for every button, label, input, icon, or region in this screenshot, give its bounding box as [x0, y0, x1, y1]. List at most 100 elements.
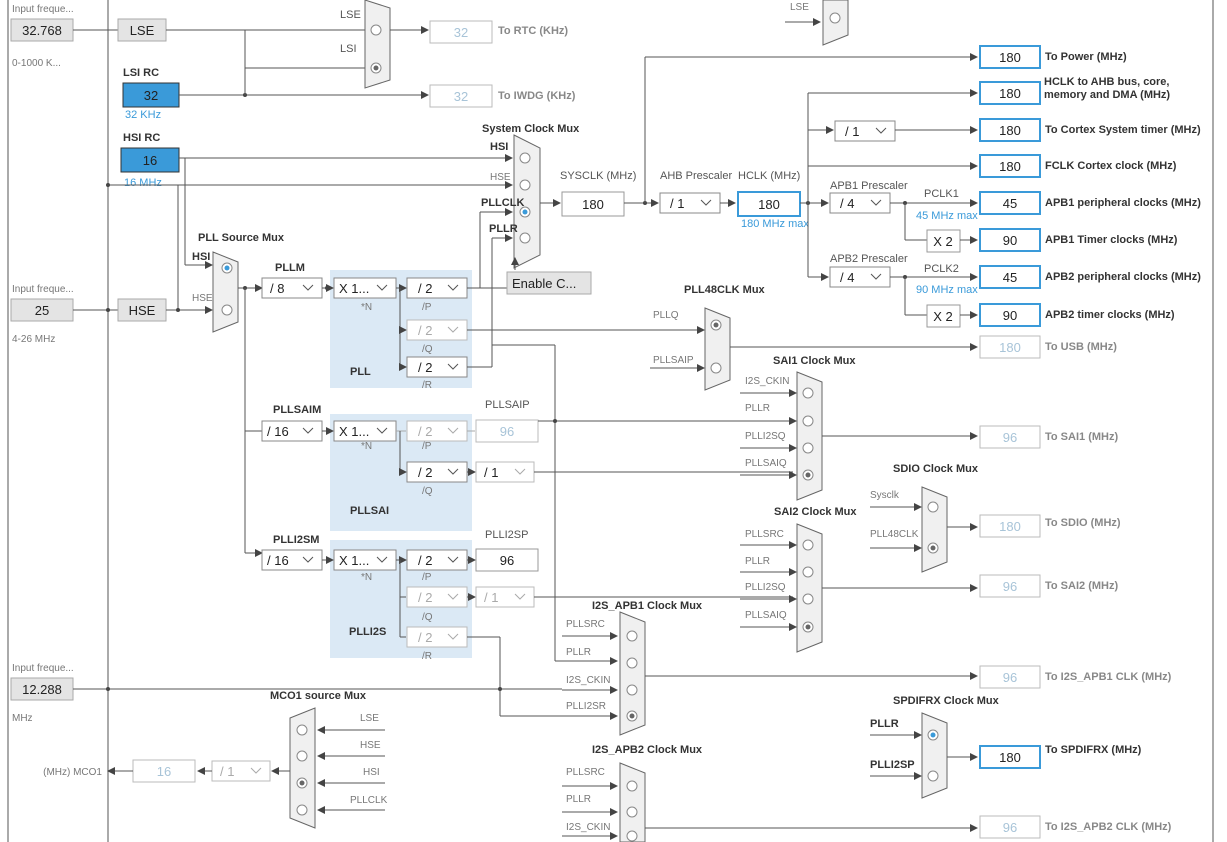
- output-apb1-peripheral-label: APB1 peripheral clocks (MHz): [1045, 197, 1201, 209]
- sysmux-hse-label: HSE: [490, 172, 511, 183]
- i2s-apb2-clock-mux[interactable]: [619, 762, 646, 842]
- output-fclk-value: 180: [999, 159, 1021, 174]
- rtc-dest-label: To RTC (KHz): [498, 25, 568, 37]
- sai2-in2-radio[interactable]: [802, 566, 814, 578]
- pllsaip-select[interactable]: [406, 420, 468, 442]
- i2s-apb2-in2-radio[interactable]: [626, 806, 638, 818]
- pllsaip-out-box: [475, 419, 539, 443]
- i2s-apb1-clock-mux[interactable]: [619, 611, 646, 736]
- sai2-dest-label: To SAI2 (MHz): [1045, 580, 1118, 592]
- sdio-clock-mux[interactable]: [921, 486, 948, 573]
- i2s-apb2-in1-label: PLLSRC: [566, 767, 605, 778]
- pllm-label: PLLM: [275, 262, 305, 274]
- plli2sp-select[interactable]: [406, 549, 468, 571]
- mco1-source-mux[interactable]: [289, 707, 316, 829]
- spdifrx-in1-label: PLLR: [870, 718, 899, 730]
- rtc-mux-lse-label: LSE: [340, 9, 361, 21]
- pllsai-title: PLLSAI: [350, 505, 389, 517]
- rtc-mux-lse-radio[interactable]: [370, 24, 382, 36]
- plli2sr-sub: /R: [422, 651, 432, 662]
- sai1-clock-mux[interactable]: [796, 371, 823, 501]
- mco1-in2-radio[interactable]: [296, 750, 308, 762]
- output-apb1-peripheral: 45 APB1 peripheral clocks (MHz): [979, 191, 1201, 215]
- pclk1-label: PCLK1: [924, 188, 959, 200]
- i2s-apb1-in4-label: PLLI2SR: [566, 701, 606, 712]
- top-mux-lse-label: LSE: [790, 2, 809, 13]
- ahb-prescaler-select[interactable]: [659, 192, 721, 214]
- pll-source-hse-radio[interactable]: [221, 304, 233, 316]
- plli2sq-select[interactable]: [406, 586, 468, 608]
- sai1-value: 96: [1003, 430, 1017, 445]
- pllsaiq-select[interactable]: [406, 461, 468, 483]
- output-apb2-peripheral-label: APB2 peripheral clocks (MHz): [1045, 271, 1201, 283]
- lse-button-label: LSE: [130, 23, 155, 38]
- spdifrx-clock-mux[interactable]: [921, 712, 948, 799]
- sdio-in1-radio[interactable]: [927, 501, 939, 513]
- plli2sm-label: PLLI2SM: [273, 534, 319, 546]
- lse-range: 0-1000 K...: [12, 58, 61, 69]
- pclk2-label: PCLK2: [924, 263, 959, 275]
- sysmux-hse-radio[interactable]: [519, 179, 531, 191]
- sai2-in3-radio[interactable]: [802, 593, 814, 605]
- output-power: 180 To Power (MHz): [979, 45, 1127, 69]
- sysmux-pllr-radio[interactable]: [519, 232, 531, 244]
- sai1-in3-radio[interactable]: [802, 442, 814, 454]
- hclk-box[interactable]: [737, 191, 801, 217]
- lse-input-header: Input freque...: [12, 4, 74, 15]
- sai2-in2-label: PLLR: [745, 556, 770, 567]
- i2s-apb2-in2-label: PLLR: [566, 794, 591, 805]
- pll48-pllsaip-radio[interactable]: [710, 362, 722, 374]
- pllr-select[interactable]: [406, 356, 468, 378]
- hsi-rc-box[interactable]: [120, 147, 180, 173]
- sysmux-hsi-radio[interactable]: [519, 152, 531, 164]
- pllq-select[interactable]: [406, 319, 468, 341]
- pllsaiq-value: / 2: [418, 465, 432, 480]
- sysclk-box: [561, 191, 625, 217]
- sai2-clock-mux[interactable]: [796, 523, 823, 653]
- sai2-in1-radio[interactable]: [802, 539, 814, 551]
- hse-frequency-value: 25: [35, 303, 49, 318]
- output-apb2-timer: 90 APB2 timer clocks (MHz): [979, 303, 1175, 327]
- output-hclk: 180 HCLK to AHB bus, core, memory and DM…: [979, 76, 1170, 105]
- enable-css-button[interactable]: [506, 271, 592, 295]
- i2s-apb1-in3-radio[interactable]: [626, 684, 638, 696]
- apb1-timer-mult-value: X 2: [933, 234, 953, 249]
- system-clock-mux[interactable]: [513, 134, 541, 269]
- pllp-select[interactable]: [406, 277, 468, 299]
- sysmux-hsi-label: HSI: [490, 141, 508, 153]
- pllm-value: / 8: [270, 281, 284, 296]
- spdifrx-in2-radio[interactable]: [927, 770, 939, 782]
- hse-range: 4-26 MHz: [12, 334, 55, 345]
- sai1-in2-radio[interactable]: [802, 415, 814, 427]
- sai2-value-box: [979, 574, 1041, 598]
- output-power-label: To Power (MHz): [1045, 51, 1127, 63]
- i2s-apb2-dest-label: To I2S_APB2 CLK (MHz): [1045, 821, 1172, 833]
- apb2-prescaler-select[interactable]: [829, 266, 891, 288]
- rtc-value-box: [429, 20, 493, 44]
- usb-value: 180: [999, 340, 1021, 355]
- i2s-apb2-value: 96: [1003, 820, 1017, 835]
- apb1-prescaler-select[interactable]: [829, 192, 891, 214]
- output-apb1-peripheral-value: 45: [1003, 196, 1017, 211]
- lsi-rc-label: LSI RC: [123, 67, 159, 79]
- i2s-range: MHz: [12, 713, 33, 724]
- pllsain-sub: *N: [361, 441, 372, 452]
- cortex-timer-div-select[interactable]: [834, 120, 896, 142]
- sai1-in1-radio[interactable]: [802, 387, 814, 399]
- i2s-apb2-in1-radio[interactable]: [626, 780, 638, 792]
- rtc-clock-mux[interactable]: [364, 0, 391, 89]
- pllsaiq-sub: /Q: [422, 486, 433, 497]
- i2s-apb1-in1-radio[interactable]: [626, 630, 638, 642]
- i2s-apb1-dest-label: To I2S_APB1 CLK (MHz): [1045, 671, 1172, 683]
- plli2sq-div-value: / 1: [484, 590, 498, 605]
- i2s-apb1-in2-radio[interactable]: [626, 657, 638, 669]
- sai2-in4-label: PLLSAIQ: [745, 610, 787, 621]
- mco1-in1-radio[interactable]: [296, 724, 308, 736]
- apb2-sub: 90 MHz max: [916, 284, 978, 296]
- plli2sr-select[interactable]: [406, 626, 468, 648]
- i2s-apb2-in3-label: I2S_CKIN: [566, 822, 610, 833]
- i2s-apb2-in3-radio[interactable]: [626, 830, 638, 842]
- lsi-rc-box[interactable]: [122, 82, 180, 108]
- mco1-in4-radio[interactable]: [296, 804, 308, 816]
- pllq-sub: /Q: [422, 344, 433, 355]
